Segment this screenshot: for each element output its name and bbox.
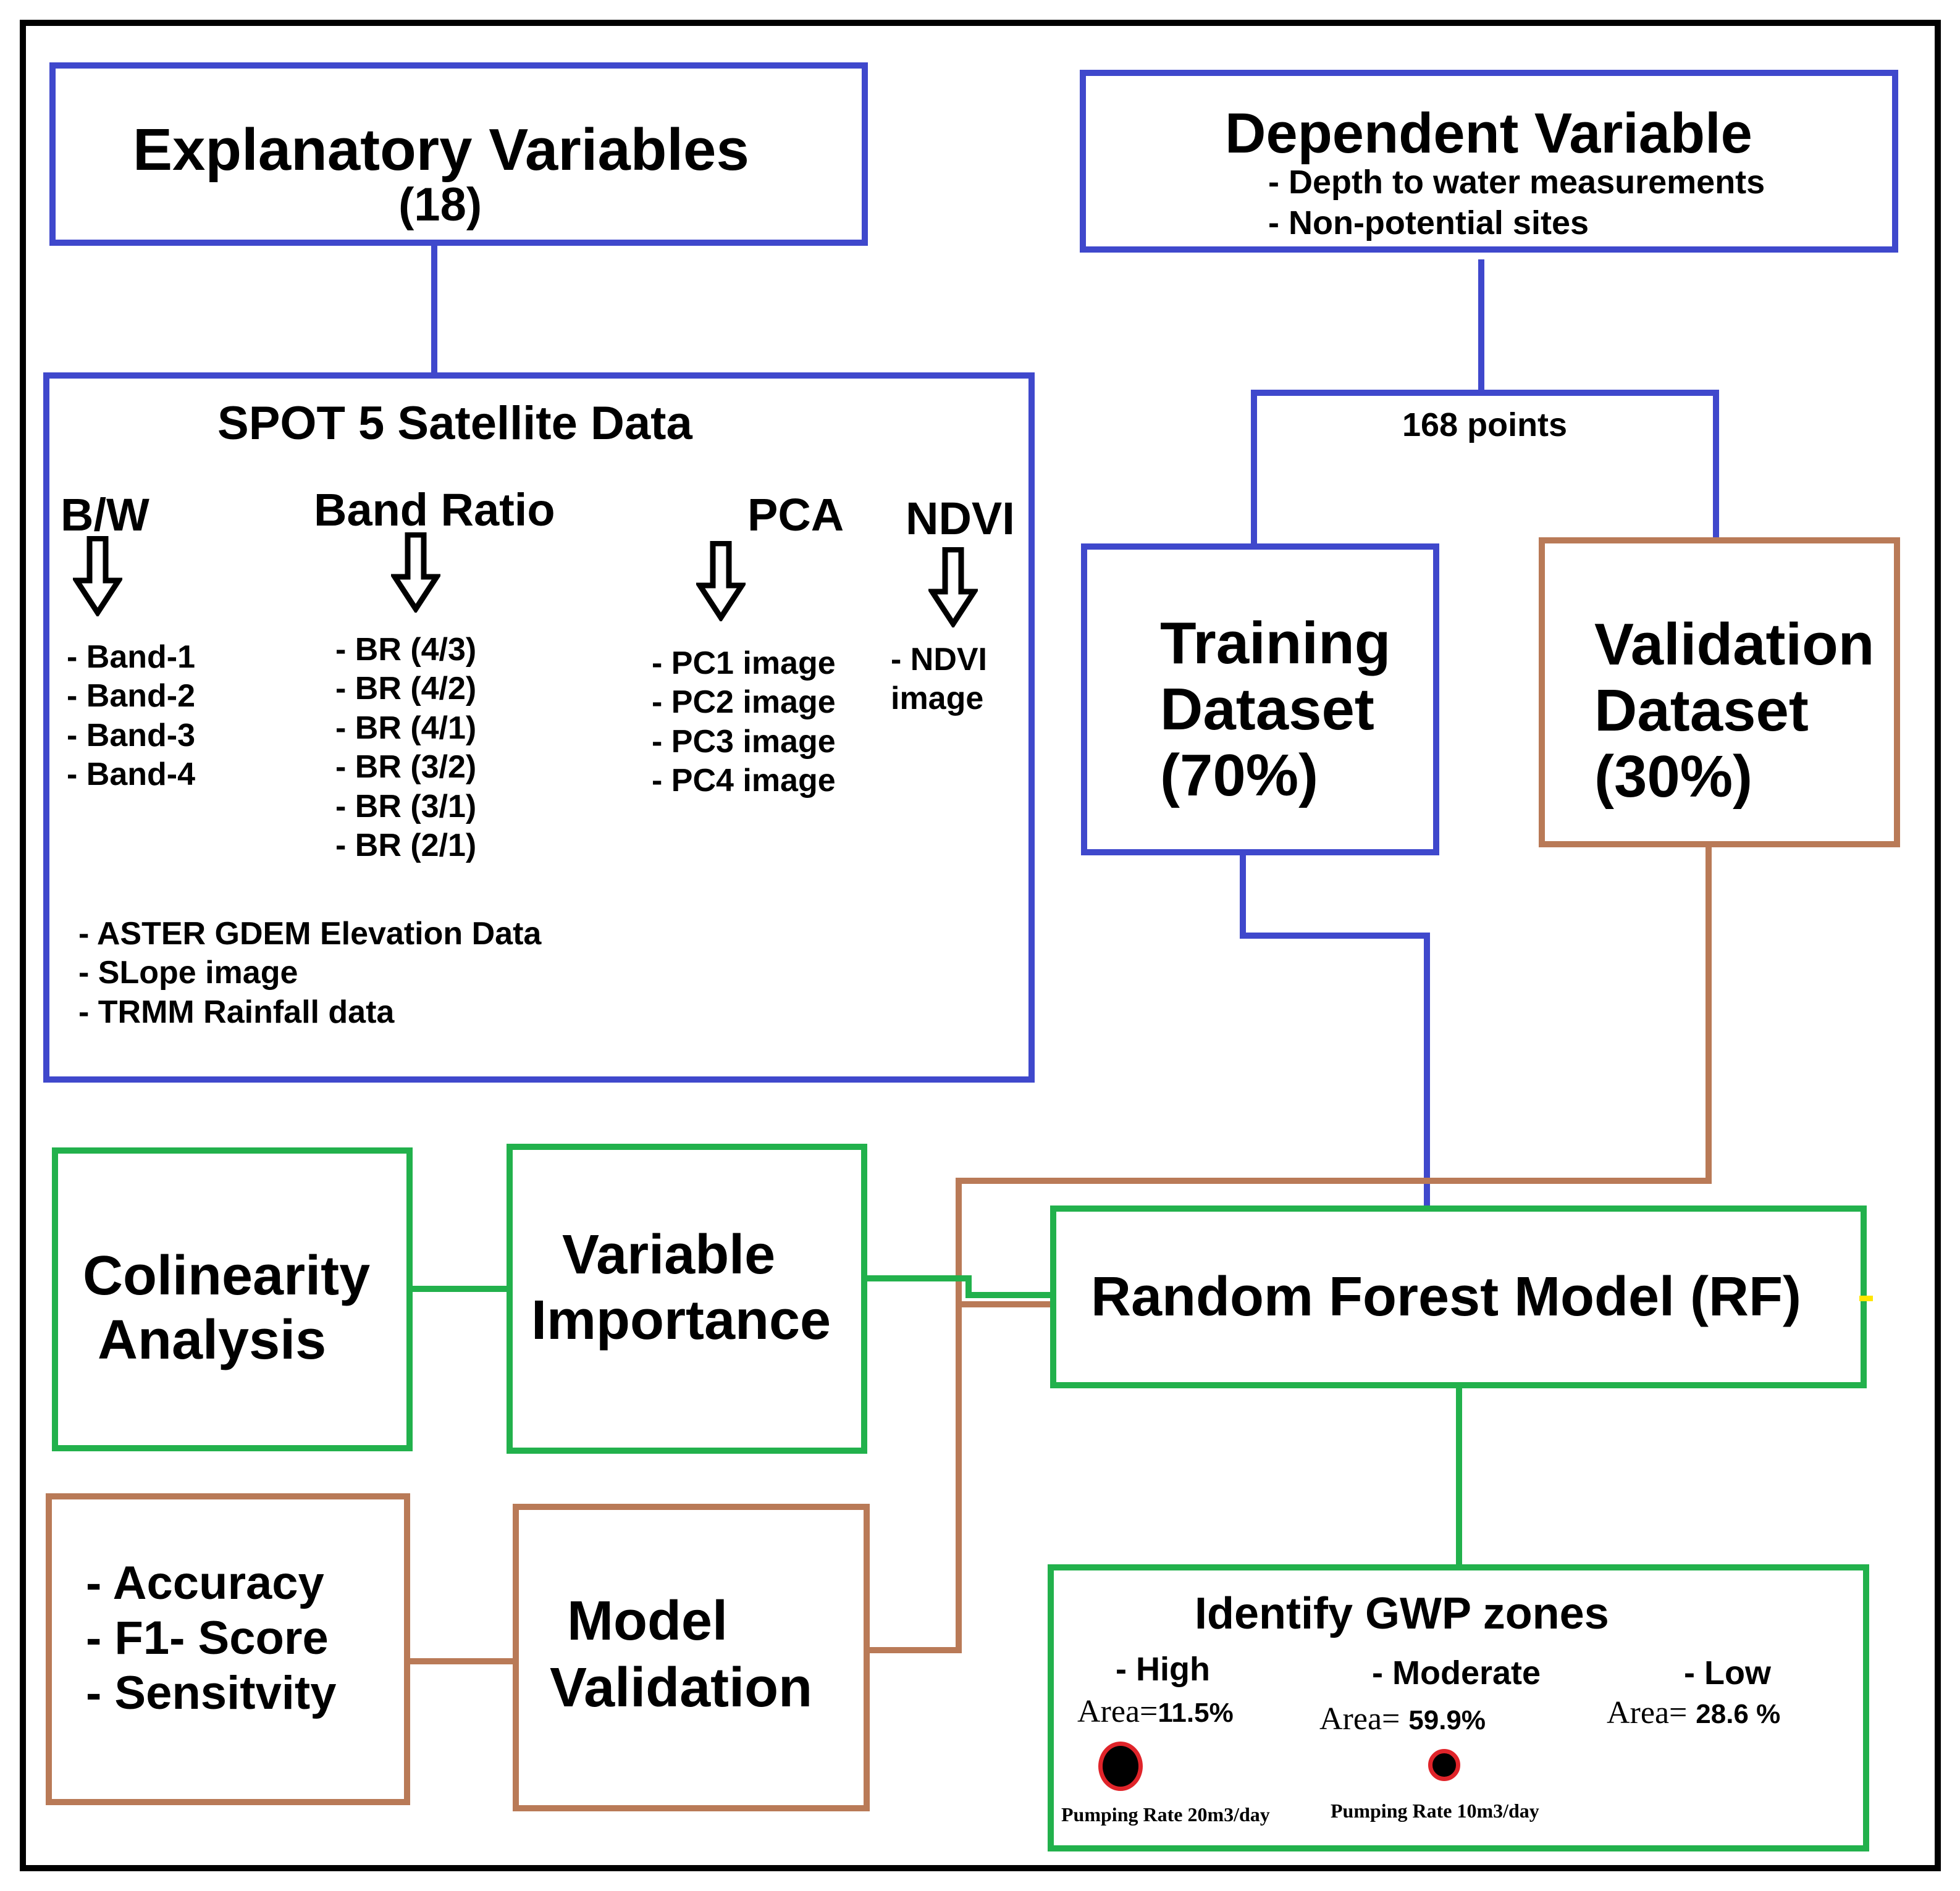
pca-label: PCA <box>747 489 844 540</box>
zone-low-area-label: Area= <box>1607 1695 1688 1730</box>
zone-high-pumping: Pumping Rate 20m3/day <box>1061 1803 1270 1826</box>
importance-line-2: Importance <box>531 1289 831 1351</box>
model-validation-line-1: Model <box>567 1590 728 1652</box>
list-item: - Band-4 <box>67 757 195 793</box>
validation-to-model-validation-line <box>865 845 1712 1653</box>
list-item: - BR (3/1) <box>335 788 477 824</box>
bw-label: B/W <box>61 489 149 540</box>
list-item: - PC3 image <box>652 723 836 760</box>
zone-moderate-area: Area= 59.9% <box>1319 1701 1486 1737</box>
band-ratio-items: - BR (4/3) - BR (4/2) - BR (4/1) - BR (3… <box>335 631 476 866</box>
rf-title: Random Forest Model (RF) <box>1091 1266 1801 1328</box>
list-item: - BR (2/1) <box>335 828 477 864</box>
zone-low-area-value: 28.6 % <box>1696 1699 1781 1729</box>
dependent-items: - Depth to water measurements - Non-pote… <box>1268 162 1765 244</box>
zone-low-area: Area= 28.6 % <box>1607 1695 1780 1731</box>
model-validation-line-2: Validation <box>550 1657 813 1719</box>
model-validation-box: Model Validation <box>513 1504 870 1811</box>
list-item: - BR (4/1) <box>335 710 477 746</box>
random-forest-model-box: Random Forest Model (RF) <box>1050 1205 1867 1388</box>
down-arrow-icon <box>391 532 440 613</box>
list-item: - Band-2 <box>67 678 195 715</box>
outer-frame <box>20 20 1941 1871</box>
list-item: - TRMM Rainfall data <box>78 994 395 1030</box>
explanatory-variables-box: Explanatory Variables (18) <box>49 62 868 246</box>
spot-title: SPOT 5 Satellite Data <box>217 397 692 450</box>
high-zone-marker-icon <box>1098 1742 1143 1791</box>
metrics-box: - Accuracy - F1- Score - Sensitvity <box>46 1493 410 1805</box>
zone-high-area-value: 11.5% <box>1158 1698 1234 1728</box>
rf-edge-mark <box>1859 1296 1873 1301</box>
colinearity-line-1: Colinearity <box>83 1245 371 1307</box>
bw-items: - Band-1 - Band-2 - Band-3 - Band-4 <box>67 638 195 795</box>
list-item: - ASTER GDEM Elevation Data <box>78 916 542 952</box>
list-item: - BR (4/3) <box>335 632 477 668</box>
list-item: image <box>891 681 984 717</box>
importance-line-1: Variable <box>562 1224 776 1286</box>
down-arrow-icon <box>73 536 122 616</box>
down-arrow-icon <box>696 541 746 621</box>
dependent-split-line <box>1251 259 1484 545</box>
moderate-zone-marker-icon <box>1428 1749 1460 1781</box>
list-item: - PC1 image <box>652 645 836 681</box>
training-line-3: (70%) <box>1160 742 1319 808</box>
training-line-2: Dataset <box>1160 676 1374 742</box>
list-item: - Non-potential sites <box>1268 204 1589 241</box>
down-arrow-icon <box>928 547 978 627</box>
variable-importance-box: Variable Importance <box>507 1144 867 1454</box>
pca-items: - PC1 image - PC2 image - PC3 image - PC… <box>652 644 836 801</box>
ndvi-label: NDVI <box>906 493 1015 544</box>
list-item: - Band-1 <box>67 639 195 675</box>
training-to-rf-line <box>1240 855 1430 1209</box>
list-item: - BR (3/2) <box>335 749 477 786</box>
zone-moderate-area-label: Area= <box>1319 1701 1400 1737</box>
list-item: - Band-3 <box>67 717 195 753</box>
zone-moderate-area-value: 59.9% <box>1408 1705 1486 1735</box>
list-item: - PC2 image <box>652 684 836 721</box>
list-item: - Sensitvity <box>86 1666 337 1719</box>
explanatory-title: Explanatory Variables <box>133 117 749 183</box>
zone-low-name: - Low <box>1684 1654 1771 1692</box>
zone-high-name: - High <box>1116 1651 1210 1688</box>
points-label: 168 points <box>1402 406 1568 443</box>
gwp-title: Identify GWP zones <box>1195 1589 1609 1638</box>
list-item: - PC4 image <box>652 763 836 799</box>
zone-high-area-label: Area= <box>1077 1694 1158 1729</box>
importance-to-rf-line <box>865 1275 1056 1298</box>
gwp-zones-box: Identify GWP zones - High - Moderate - L… <box>1048 1564 1869 1851</box>
colinearity-analysis-box: Colinearity Analysis <box>52 1147 413 1451</box>
split-validation-line <box>1481 390 1719 545</box>
list-item: - F1- Score <box>86 1611 329 1664</box>
zone-moderate-pumping: Pumping Rate 10m3/day <box>1331 1800 1539 1822</box>
list-item: - BR (4/2) <box>335 671 477 707</box>
validation-line-3: (30%) <box>1594 744 1753 810</box>
colinearity-line-2: Analysis <box>98 1309 327 1371</box>
list-item: - NDVI <box>891 642 987 677</box>
list-item: - SLope image <box>78 955 298 991</box>
training-line-1: Training <box>1160 610 1391 676</box>
explanatory-count: (18) <box>398 178 482 231</box>
dependent-variable-box: Dependent Variable - Depth to water meas… <box>1080 70 1898 253</box>
list-item: - Accuracy <box>86 1557 324 1609</box>
band-ratio-label: Band Ratio <box>314 484 555 535</box>
list-item: - Depth to water measurements <box>1268 164 1765 201</box>
dependent-title: Dependent Variable <box>1225 102 1752 165</box>
training-dataset-box: Training Dataset (70%) <box>1081 543 1439 855</box>
validation-line-2: Dataset <box>1594 677 1809 744</box>
metrics-items: - Accuracy - F1- Score - Sensitvity <box>86 1556 336 1721</box>
zone-moderate-name: - Moderate <box>1372 1654 1541 1692</box>
zone-high-area: Area=11.5% <box>1077 1694 1234 1730</box>
extra-data-items: - ASTER GDEM Elevation Data - SLope imag… <box>78 915 541 1032</box>
validation-dataset-box: Validation Dataset (30%) <box>1539 537 1900 847</box>
ndvi-items: - NDVI image <box>891 640 987 719</box>
validation-line-1: Validation <box>1594 611 1875 677</box>
spot-satellite-data-box: SPOT 5 Satellite Data B/W Band Ratio PCA… <box>43 372 1035 1083</box>
